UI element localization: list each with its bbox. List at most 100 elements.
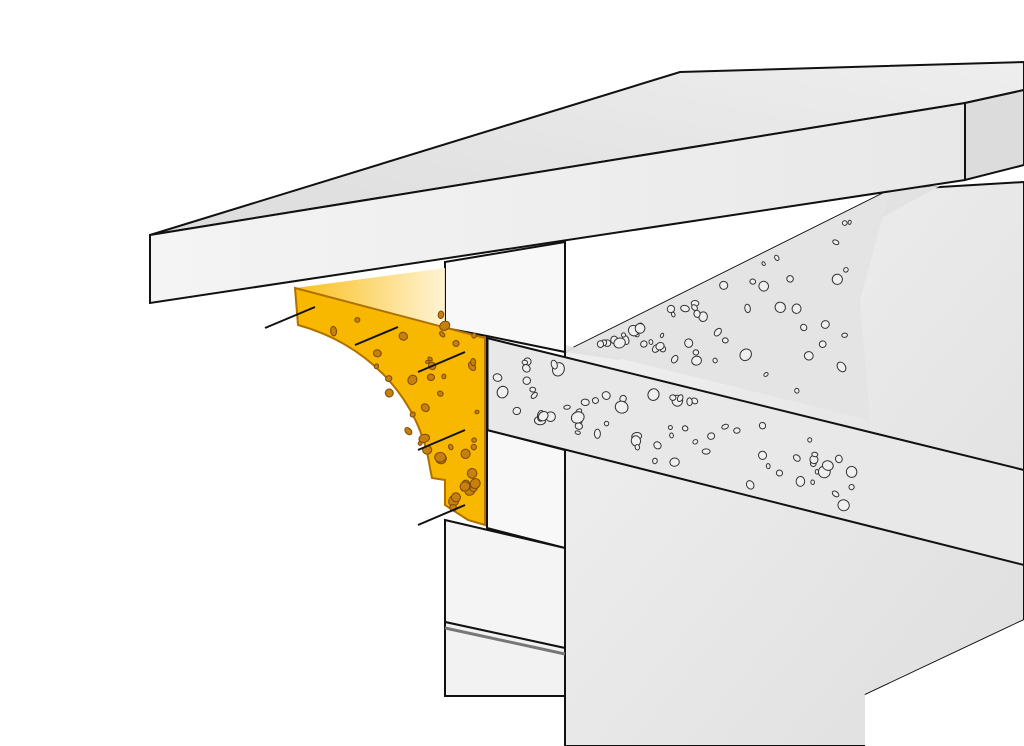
concrete-beam — [485, 336, 1024, 567]
aggregate-speck — [330, 325, 338, 337]
aggregate-speck — [686, 397, 693, 407]
leader-lines — [264, 306, 466, 526]
aggregate-speck — [372, 349, 382, 358]
aggregate-speck — [652, 457, 658, 465]
aggregate-speck — [721, 423, 729, 430]
leader-line — [417, 504, 466, 526]
aggregate-speck — [837, 499, 850, 512]
aggregate-speck — [354, 317, 361, 323]
aggregate-speck — [634, 322, 646, 334]
aggregate-speck — [634, 444, 641, 451]
aggregate-speck — [471, 332, 477, 339]
aggregate-speck — [450, 492, 461, 503]
aggregate-speck — [693, 309, 701, 318]
aggregate-speck — [437, 390, 444, 397]
aggregate-speck — [385, 375, 393, 382]
aggregate-speck — [814, 468, 820, 475]
aggregate-speck — [537, 410, 549, 422]
aggregate-speck — [847, 219, 852, 225]
aggregate-speck — [758, 450, 768, 460]
aggregate-speck — [522, 376, 532, 385]
aggregate-speck — [614, 400, 629, 414]
aggregate-speck — [384, 388, 394, 398]
aggregate-speck — [603, 420, 610, 427]
aggregate-speck — [459, 481, 471, 492]
aggregate-speck — [836, 361, 847, 373]
aggregate-speck — [398, 331, 408, 341]
aggregate-speck — [437, 310, 445, 319]
aggregate-speck — [640, 340, 648, 348]
aggregate-speck — [676, 394, 684, 403]
aggregate-speck — [647, 388, 660, 401]
aggregate-speck — [620, 332, 627, 338]
cornice-profile — [293, 268, 486, 527]
lower-wall-blocks — [444, 428, 566, 697]
aggregate-speck — [471, 437, 477, 443]
aggregate-speck — [831, 273, 843, 285]
aggregate-speck — [434, 451, 447, 463]
aggregate-speck — [439, 331, 446, 338]
aggregate-speck — [820, 320, 830, 329]
aggregate-speck — [469, 478, 481, 490]
aggregate-speck — [681, 425, 689, 432]
aggregate-speck — [418, 433, 431, 444]
aggregate-speck — [667, 425, 673, 430]
aggregate-speck — [470, 358, 477, 367]
aggregate-speck — [803, 351, 814, 361]
aggregate-speck — [691, 304, 698, 311]
aggregate-speck — [670, 354, 679, 364]
aggregate-speck — [811, 451, 819, 458]
aggregate-speck — [739, 348, 752, 362]
aggregate-speck — [427, 356, 433, 362]
aggregate-speck — [420, 403, 430, 413]
aggregate-speck — [758, 421, 767, 430]
aggregate-speck — [550, 359, 558, 370]
aggregate-speck — [792, 454, 801, 462]
aggregate-speck — [492, 373, 503, 382]
aggregate-speck — [763, 372, 769, 377]
roof-slab — [149, 60, 1024, 305]
aggregate-speck — [807, 437, 813, 443]
aggregate-speck — [692, 349, 700, 356]
aggregate-speck — [733, 427, 741, 434]
leader-line — [417, 351, 466, 373]
aggregate-speck — [655, 341, 665, 351]
aggregate-speck — [448, 443, 454, 451]
aggregate-speck — [749, 278, 757, 285]
cornice-aggregate — [330, 310, 481, 512]
aggregate-speck — [426, 373, 435, 381]
aggregate-speck — [669, 457, 680, 467]
aggregate-speck — [821, 460, 834, 471]
aggregate-speck — [810, 479, 815, 485]
aggregate-speck — [707, 432, 716, 440]
aggregate-speck — [848, 483, 855, 491]
aggregate-speck — [460, 448, 471, 459]
aggregate-speck — [721, 337, 729, 344]
aggregate-speck — [574, 430, 581, 435]
aggregate-speck — [570, 411, 585, 424]
aggregate-speck — [775, 469, 784, 477]
aggregate-speck — [701, 448, 711, 455]
aggregate-speck — [407, 374, 418, 386]
aggregate-speck — [841, 332, 848, 338]
aggregate-speck — [424, 359, 430, 364]
aggregate-speck — [512, 406, 522, 416]
aggregate-speck — [653, 441, 662, 450]
aggregate-speck — [841, 220, 848, 226]
aggregate-speck — [774, 301, 786, 313]
concrete-slope — [565, 190, 890, 420]
aggregate-speck — [404, 427, 413, 436]
aggregate-speck — [563, 404, 571, 410]
aggregate-speck — [522, 363, 531, 373]
aggregate-speck — [786, 275, 794, 283]
aggregate-speck — [580, 398, 590, 407]
aggregate-speck — [774, 254, 780, 261]
aggregate-speck — [791, 303, 802, 314]
aggregate-speck — [530, 391, 538, 399]
aggregate-speck — [845, 465, 858, 478]
aggregate-speck — [409, 411, 416, 418]
aggregate-speck — [439, 320, 451, 331]
aggregate-speck — [613, 337, 626, 349]
aggregate-speck — [744, 303, 751, 314]
aggregate-speck — [474, 409, 480, 415]
